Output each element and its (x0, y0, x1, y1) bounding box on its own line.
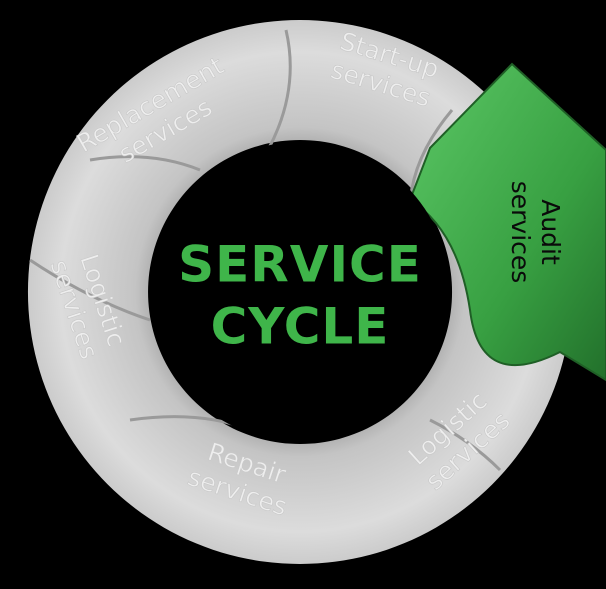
segment-audit[interactable]: Audit services (506, 181, 565, 284)
audit-arrow-shape (408, 62, 606, 382)
segment-audit-line2: services (506, 181, 535, 284)
center-title-line2: CYCLE (211, 298, 390, 356)
segment-audit-line1: Audit (536, 199, 565, 265)
center-title-line1: SERVICE (178, 236, 422, 294)
center-hole (150, 142, 450, 442)
